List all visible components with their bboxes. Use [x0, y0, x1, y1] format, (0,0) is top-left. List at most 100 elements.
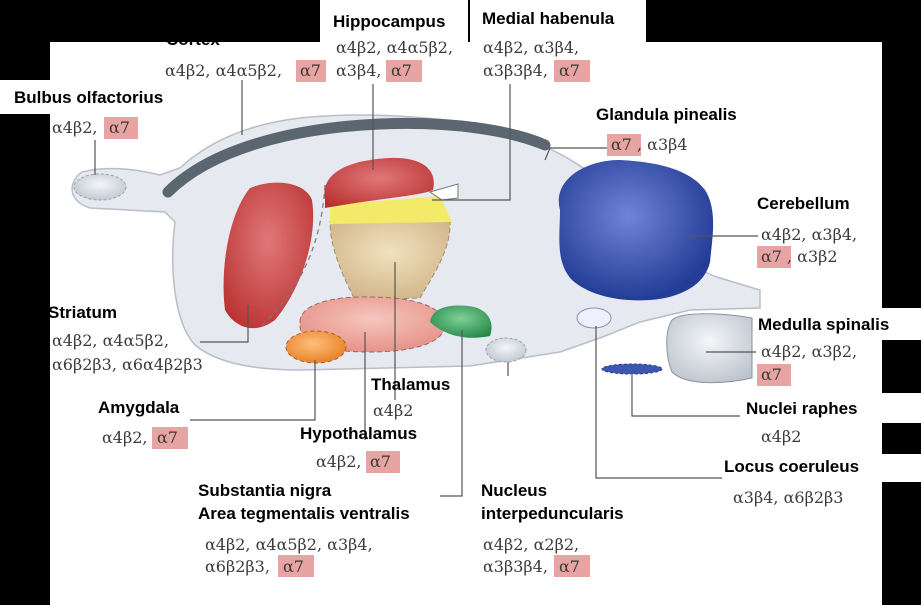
medial-habenula-subunits-2: α3β3β4, — [483, 61, 548, 80]
thalamus-subunits: α4β2 — [373, 401, 413, 420]
bulbus-olfactorius-title: Bulbus olfactorius — [14, 88, 163, 107]
nucleus-interpeduncularis-subunits-2: α3β3β4, — [483, 557, 548, 576]
striatum-subunits-2: α6β2β3, α6α4β2β3 — [52, 355, 203, 374]
amygdala-subunits: α4β2, — [102, 428, 148, 447]
interpeduncular-shape — [430, 305, 492, 338]
striatum-shape — [223, 182, 314, 329]
nucleus-interpeduncularis-alpha7-highlight — [554, 555, 590, 577]
hippocampus-subunits-1: α4β2, α4α5β2, — [336, 38, 453, 57]
bulbus-olfactorius-alpha7-highlight — [104, 117, 138, 139]
cerebellum-shape — [558, 160, 714, 301]
label-bg-raphes — [740, 393, 921, 423]
medulla-spinalis-alpha7: α7 — [761, 365, 782, 384]
thalamus-title: Thalamus — [371, 375, 450, 394]
cortex-subunits-text: α4β2, α4α5β2, — [165, 61, 282, 80]
hypothalamus-alpha7: α7 — [370, 452, 391, 471]
hypothalamus-subunits: α4β2, — [316, 452, 362, 471]
label-hippocampus: Hippocampus α4β2, α4α5β2, α3β4, α7 — [333, 12, 453, 82]
bulbus-olfactorius-subunits: α4β2, — [52, 118, 98, 137]
cerebellum-subunits-2: , α3β2 — [787, 247, 838, 266]
nucleus-interpeduncularis-title-2: interpeduncularis — [481, 504, 624, 523]
bulbus-olfactorius-shape — [73, 173, 127, 201]
locus-coeruleus-shape — [576, 307, 612, 329]
substantia-nigra-alpha7-highlight — [278, 555, 314, 577]
label-amygdala: Amygdala α4β2, α7 — [98, 398, 188, 449]
label-bg-bulbus — [0, 80, 190, 114]
hippocampus-subunits-2: α3β4, — [336, 61, 382, 80]
medulla-spinalis-alpha7-highlight — [757, 364, 791, 386]
striatum-title: Striatum — [48, 303, 117, 322]
bulbus-olfactorius-alpha7: α7 — [109, 118, 130, 137]
cerebellum-alpha7-highlight — [757, 246, 791, 268]
label-substantia-nigra: Substantia nigra Area tegmentalis ventra… — [198, 481, 410, 577]
amygdala-alpha7: α7 — [157, 428, 178, 447]
habenula-shape — [330, 196, 452, 224]
label-bg-locus — [700, 454, 921, 482]
cortex-alpha7: α7 — [300, 61, 321, 80]
hypothalamus-alpha7-highlight — [366, 451, 400, 473]
hippocampus-title: Hippocampus — [333, 12, 445, 31]
substantia-nigra-subunits-2: α6β2β3, — [205, 557, 270, 576]
nuclei-raphes-shape — [601, 363, 663, 375]
cortex-band — [162, 117, 551, 198]
ventral-small-body — [485, 337, 527, 363]
striatum-subunits-1: α4β2, α4α5β2, — [52, 331, 169, 350]
medulla-spinalis-subunits: α4β2, α3β2, — [761, 342, 857, 361]
label-bg-habenula — [470, 0, 646, 42]
glandula-pinealis-subunits: , α3β4 — [637, 135, 688, 154]
medial-habenula-alpha7: α7 — [559, 61, 580, 80]
glandula-pinealis-alpha7-highlight — [607, 134, 641, 156]
locus-coeruleus-subunits: α3β4, α6β2β3 — [733, 488, 843, 507]
amygdala-shape — [285, 330, 347, 364]
substantia-nigra-subunits-1: α4β2, α4α5β2, α3β4, — [205, 535, 373, 554]
glandula-pinealis-title: Glandula pinealis — [596, 105, 737, 124]
label-hypothalamus: Hypothalamus α4β2, α7 — [300, 424, 417, 473]
hippocampus-alpha7: α7 — [391, 61, 412, 80]
label-bulbus-olfactorius: Bulbus olfactorius α4β2, α7 — [14, 88, 163, 139]
cerebellum-subunits-1: α4β2, α3β4, — [761, 225, 857, 244]
amygdala-alpha7-highlight — [152, 427, 188, 449]
nucleus-interpeduncularis-alpha7: α7 — [559, 557, 580, 576]
cortex-title: Cortex — [166, 30, 220, 49]
label-cortex: Cortex α4β2, α4α5β2, α7 — [165, 30, 326, 82]
label-medulla-spinalis: Medulla spinalis α4β2, α3β2, α7 — [757, 315, 889, 386]
medial-habenula-subunits-1: α4β2, α3β4, — [483, 38, 579, 57]
label-glandula-pinealis: Glandula pinealis α7 , α3β4 — [596, 105, 737, 156]
locus-coeruleus-title: Locus coeruleus — [724, 457, 859, 476]
cerebellum-title: Cerebellum — [757, 194, 850, 213]
label-cerebellum: Cerebellum α4β2, α3β4, α7 , α3β2 — [757, 194, 857, 268]
hippocampus-shape — [324, 157, 434, 208]
pineal-notch — [428, 183, 459, 201]
substantia-nigra-title: Substantia nigra — [198, 481, 332, 500]
label-striatum: Striatum α4β2, α4α5β2, α6β2β3, α6α4β2β3 — [48, 303, 203, 374]
nucleus-interpeduncularis-title-1: Nucleus — [481, 481, 547, 500]
amygdala-title: Amygdala — [98, 398, 180, 417]
substantia-nigra-alpha7: α7 — [283, 557, 304, 576]
hippocampus-alpha7-highlight — [386, 60, 422, 82]
nuclei-raphes-title: Nuclei raphes — [746, 399, 858, 418]
leader-lines — [94, 80, 758, 497]
thalamus-shape — [329, 219, 451, 301]
striatum-dashed-border — [261, 184, 326, 326]
label-bg-medulla — [740, 308, 921, 340]
label-medial-habenula: Medial habenula α4β2, α3β4, α3β3β4, α7 — [482, 9, 615, 82]
medulla-shape — [666, 313, 753, 384]
hypothalamus-title: Hypothalamus — [300, 424, 417, 443]
glandula-pinealis-alpha7: α7 — [611, 135, 632, 154]
cerebellum-alpha7: α7 — [761, 247, 782, 266]
label-nucleus-interpeduncularis: Nucleus interpeduncularis α4β2, α2β2, α3… — [481, 481, 624, 577]
label-bg-hippocampus — [320, 0, 468, 42]
label-nuclei-raphes: Nuclei raphes α4β2 — [746, 399, 858, 446]
nucleus-interpeduncularis-subunits-1: α4β2, α2β2, — [483, 535, 579, 554]
cortex-alpha7-highlight — [296, 60, 326, 82]
nuclei-raphes-subunits: α4β2 — [761, 427, 801, 446]
label-bg-cerebellum — [730, 186, 882, 222]
medial-habenula-alpha7-highlight — [554, 60, 590, 82]
medulla-spinalis-title: Medulla spinalis — [758, 315, 889, 334]
cortex-subunits: α4β2, α4α5β2, — [165, 61, 282, 80]
medial-habenula-title: Medial habenula — [482, 9, 615, 28]
area-tegmentalis-title: Area tegmentalis ventralis — [198, 504, 410, 523]
label-locus-coeruleus: Locus coeruleus α3β4, α6β2β3 — [724, 457, 859, 507]
label-thalamus: Thalamus α4β2 — [371, 375, 450, 420]
